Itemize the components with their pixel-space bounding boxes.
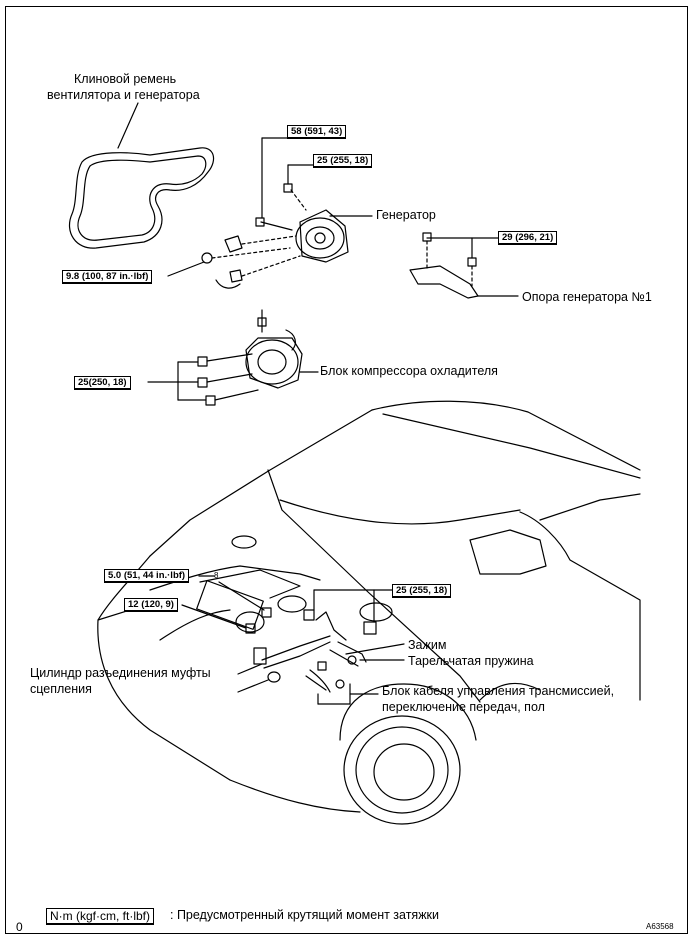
legend-text: : Предусмотренный крутящий момент затяжк…	[170, 908, 440, 922]
torque-5-0: 5.0 (51, 44 in.·lbf)	[104, 569, 190, 583]
cable-label-line1: Блок кабеля управления трансмиссией,	[382, 684, 615, 698]
car-body-drawing	[97, 400, 641, 825]
cable-label-line2: переключение передач, пол	[382, 700, 545, 714]
belt-label-line2: вентилятора и генератора	[47, 88, 200, 102]
legend-unit-box: N·m (kgf·cm, ft·lbf)	[46, 908, 154, 925]
torque-12: 12 (120, 9)	[124, 598, 178, 612]
cylinder-label-line1: Цилиндр разъединения муфты	[30, 666, 211, 680]
clamp-label: Зажим	[408, 638, 447, 652]
diagram-frame	[5, 6, 688, 934]
generator-drawing	[167, 137, 373, 289]
bracket-drawing	[409, 232, 519, 299]
torque-58: 58 (591, 43)	[287, 125, 347, 139]
compressor-drawing	[147, 309, 319, 406]
generator-label: Генератор	[376, 208, 436, 222]
belt-label-line1: Клиновой ремень	[74, 72, 177, 86]
cylinder-label-line2: сцепления	[30, 682, 92, 696]
torque-29: 29 (296, 21)	[498, 231, 558, 245]
compressor-label: Блок компрессора охладителя	[320, 364, 498, 378]
torque-25-c: 25 (255, 18)	[392, 584, 452, 598]
figure-code: A63568	[646, 922, 674, 931]
torque-9-8: 9.8 (100, 87 in.·lbf)	[62, 270, 153, 284]
v-belt-drawing	[68, 102, 215, 249]
bracket-label: Опора генератора №1	[522, 290, 652, 304]
torque-25-a: 25 (255, 18)	[313, 154, 373, 168]
shift-cable-drawing	[181, 575, 405, 705]
spring-label: Тарельчатая пружина	[408, 654, 534, 668]
torque-25-b: 25(250, 18)	[74, 376, 131, 390]
corner-mark: 0	[16, 920, 23, 934]
